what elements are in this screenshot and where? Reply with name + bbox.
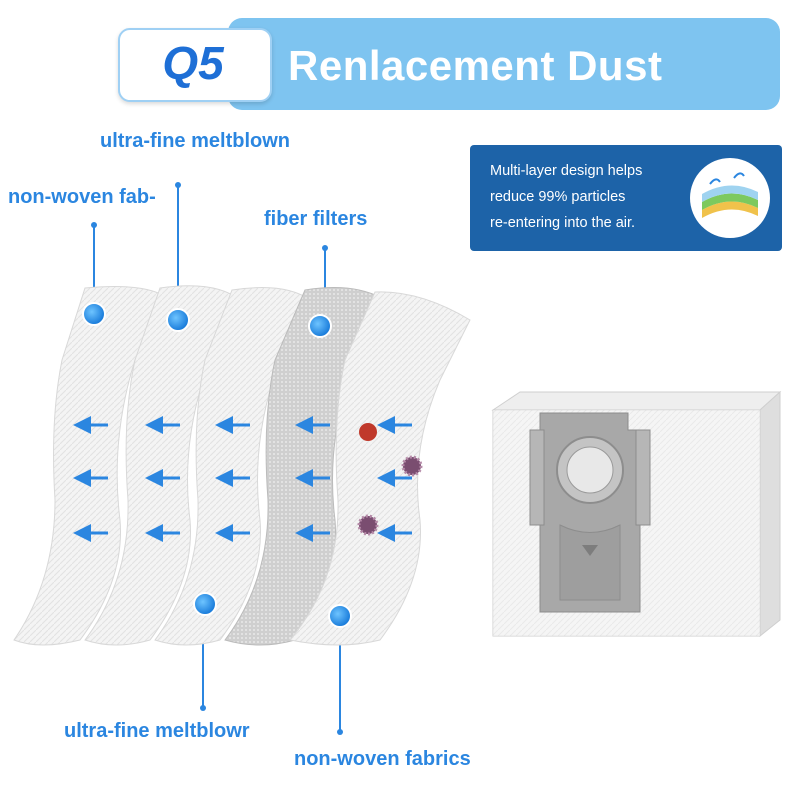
model-label: Q5 xyxy=(162,37,224,89)
label-non-woven-top: non-woven fab- xyxy=(8,186,156,208)
label-fiber-filters: fiber filters xyxy=(264,208,368,230)
dust-particle xyxy=(401,455,423,477)
layer-marker-dot xyxy=(328,604,352,628)
info-text: Multi-layer design helps reduce 99% part… xyxy=(490,158,690,236)
leader-end-dot xyxy=(322,245,328,251)
dust-particle xyxy=(357,514,379,536)
layer-diagram-icon xyxy=(690,158,770,238)
leader-end-dot xyxy=(337,729,343,735)
info-line: re-entering into the air. xyxy=(490,215,636,231)
leader-end-dot xyxy=(175,182,181,188)
page-title: Renlacement Dust Bag xyxy=(288,42,663,149)
model-badge xyxy=(118,28,272,102)
label-ultra-fine-meltblown-top: ultra-fine meltblown xyxy=(100,130,290,152)
info-line: Multi-layer design helps xyxy=(490,163,643,179)
info-line: reduce 99% particles xyxy=(490,189,626,205)
layer-sheet-5 xyxy=(289,291,471,646)
leader-end-dot xyxy=(200,705,206,711)
layer-marker-dot xyxy=(308,314,332,338)
leader-end-dot xyxy=(91,222,97,228)
title-banner xyxy=(228,18,780,110)
layer-marker-dot xyxy=(166,308,190,332)
dust-bag-product xyxy=(491,390,782,638)
airflow-arrows xyxy=(73,416,412,542)
layer-marker-dot xyxy=(193,592,217,616)
layer-marker-dot xyxy=(82,302,106,326)
label-ultra-fine-meltblown-bottom: ultra-fine meltblowr xyxy=(64,720,250,742)
dust-particle xyxy=(359,423,377,441)
label-non-woven-bottom: non-woven fabrics xyxy=(294,748,471,770)
